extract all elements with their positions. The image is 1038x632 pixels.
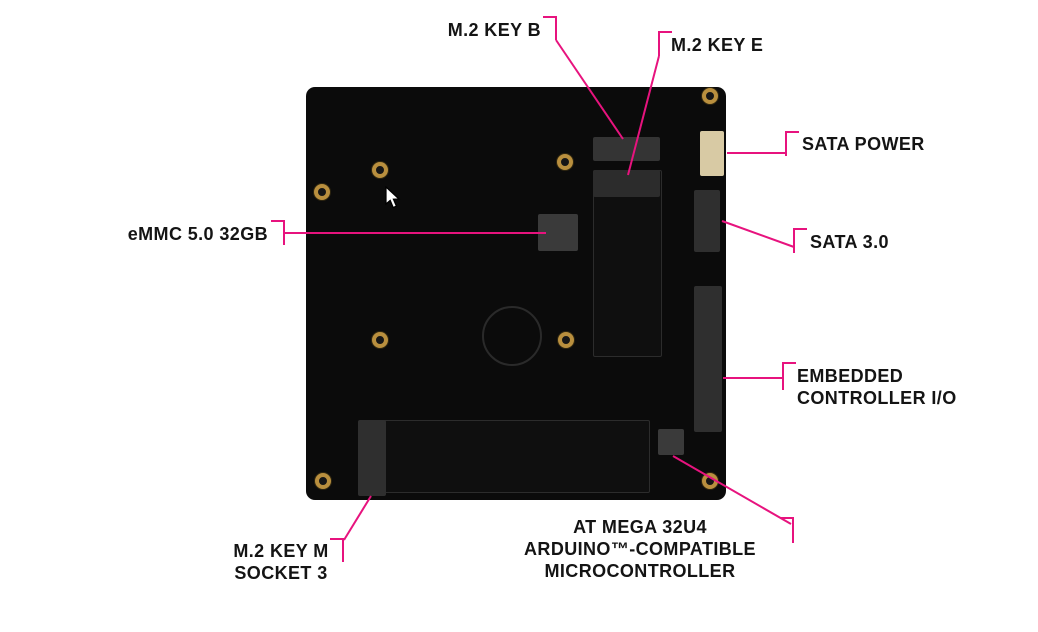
- mouse-cursor: [385, 186, 401, 209]
- label-line: AT MEGA 32U4: [573, 517, 707, 537]
- label-line: M.2 KEY E: [671, 35, 764, 55]
- mounting-hole: [372, 332, 388, 348]
- embedded-controller-io-connector: [694, 286, 722, 432]
- label-sata-power: SATA POWER: [802, 133, 925, 155]
- m2-key-e-connector: [593, 170, 660, 197]
- m2-key-b-connector: [593, 137, 660, 161]
- label-m2-key-m-socket-3: M.2 KEY M SOCKET 3: [216, 540, 346, 584]
- label-m2-key-b: M.2 KEY B: [448, 19, 541, 41]
- mounting-hole: [372, 162, 388, 178]
- label-line: EMBEDDED: [797, 366, 904, 386]
- mounting-hole: [557, 154, 573, 170]
- label-line: SATA 3.0: [810, 232, 889, 252]
- m2-key-m-slot-outline: [360, 420, 650, 493]
- round-pad: [482, 306, 542, 366]
- label-sata-3-0: SATA 3.0: [810, 231, 889, 253]
- label-line: eMMC 5.0 32GB: [127, 224, 268, 244]
- sata-3-0-connector: [694, 190, 720, 252]
- label-line: M.2 KEY M: [233, 541, 329, 561]
- mounting-hole: [314, 184, 330, 200]
- mounting-hole: [702, 473, 718, 489]
- mounting-hole: [558, 332, 574, 348]
- bracket-m2-key-b: [543, 16, 557, 40]
- label-emmc: eMMC 5.0 32GB: [128, 223, 268, 245]
- label-atmega-32u4: AT MEGA 32U4 ARDUINO™-COMPATIBLE MICROCO…: [495, 516, 785, 582]
- atmega-chip: [658, 429, 684, 455]
- mounting-hole: [702, 88, 718, 104]
- m2-key-m-connector: [358, 420, 386, 496]
- leader-sata-3-0: [721, 220, 795, 248]
- mounting-hole: [315, 473, 331, 489]
- bracket-sata-power: [785, 131, 799, 156]
- bracket-emmc: [271, 220, 285, 245]
- m2-slot-outline: [593, 170, 662, 357]
- leader-m2-key-m: [343, 495, 372, 541]
- label-line: ARDUINO™-COMPATIBLE: [524, 539, 756, 559]
- label-line: SATA POWER: [802, 134, 925, 154]
- bracket-embedded-controller-io: [782, 362, 796, 390]
- label-embedded-controller-io: EMBEDDED CONTROLLER I/O: [797, 365, 957, 409]
- label-line: CONTROLLER I/O: [797, 388, 957, 408]
- label-line: MICROCONTROLLER: [544, 561, 736, 581]
- label-m2-key-e: M.2 KEY E: [671, 34, 763, 56]
- emmc-chip: [538, 214, 578, 251]
- label-line: M.2 KEY B: [447, 20, 541, 40]
- label-line: SOCKET 3: [234, 563, 328, 583]
- bracket-sata-3-0: [793, 228, 807, 253]
- sata-power-connector: [700, 131, 724, 176]
